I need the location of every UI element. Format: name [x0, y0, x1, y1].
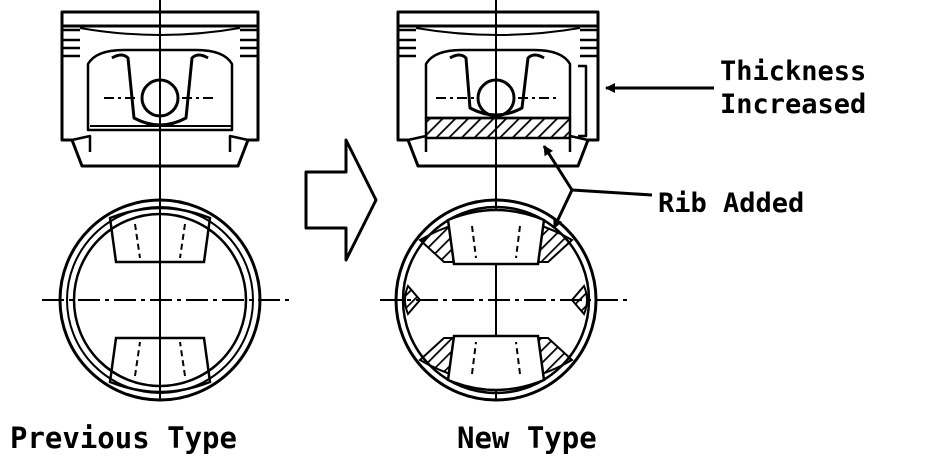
caption-new-type: New Type — [457, 421, 597, 455]
callout-rib-added: Rib Added — [658, 188, 805, 219]
rib-arrow-side — [542, 145, 574, 191]
transition-arrow — [304, 138, 378, 262]
caption-previous-type: Previous Type — [10, 421, 237, 455]
new-piston-side-view — [396, 10, 600, 168]
callout-arrows — [542, 83, 714, 229]
previous-piston-top-view — [42, 198, 290, 402]
new-piston-top-view — [380, 198, 628, 402]
callout-thickness-line2: Increased — [720, 89, 867, 120]
rib-arrow-top — [552, 189, 574, 229]
rib-leader — [571, 188, 653, 197]
callout-thickness-line1: Thickness — [720, 56, 867, 87]
